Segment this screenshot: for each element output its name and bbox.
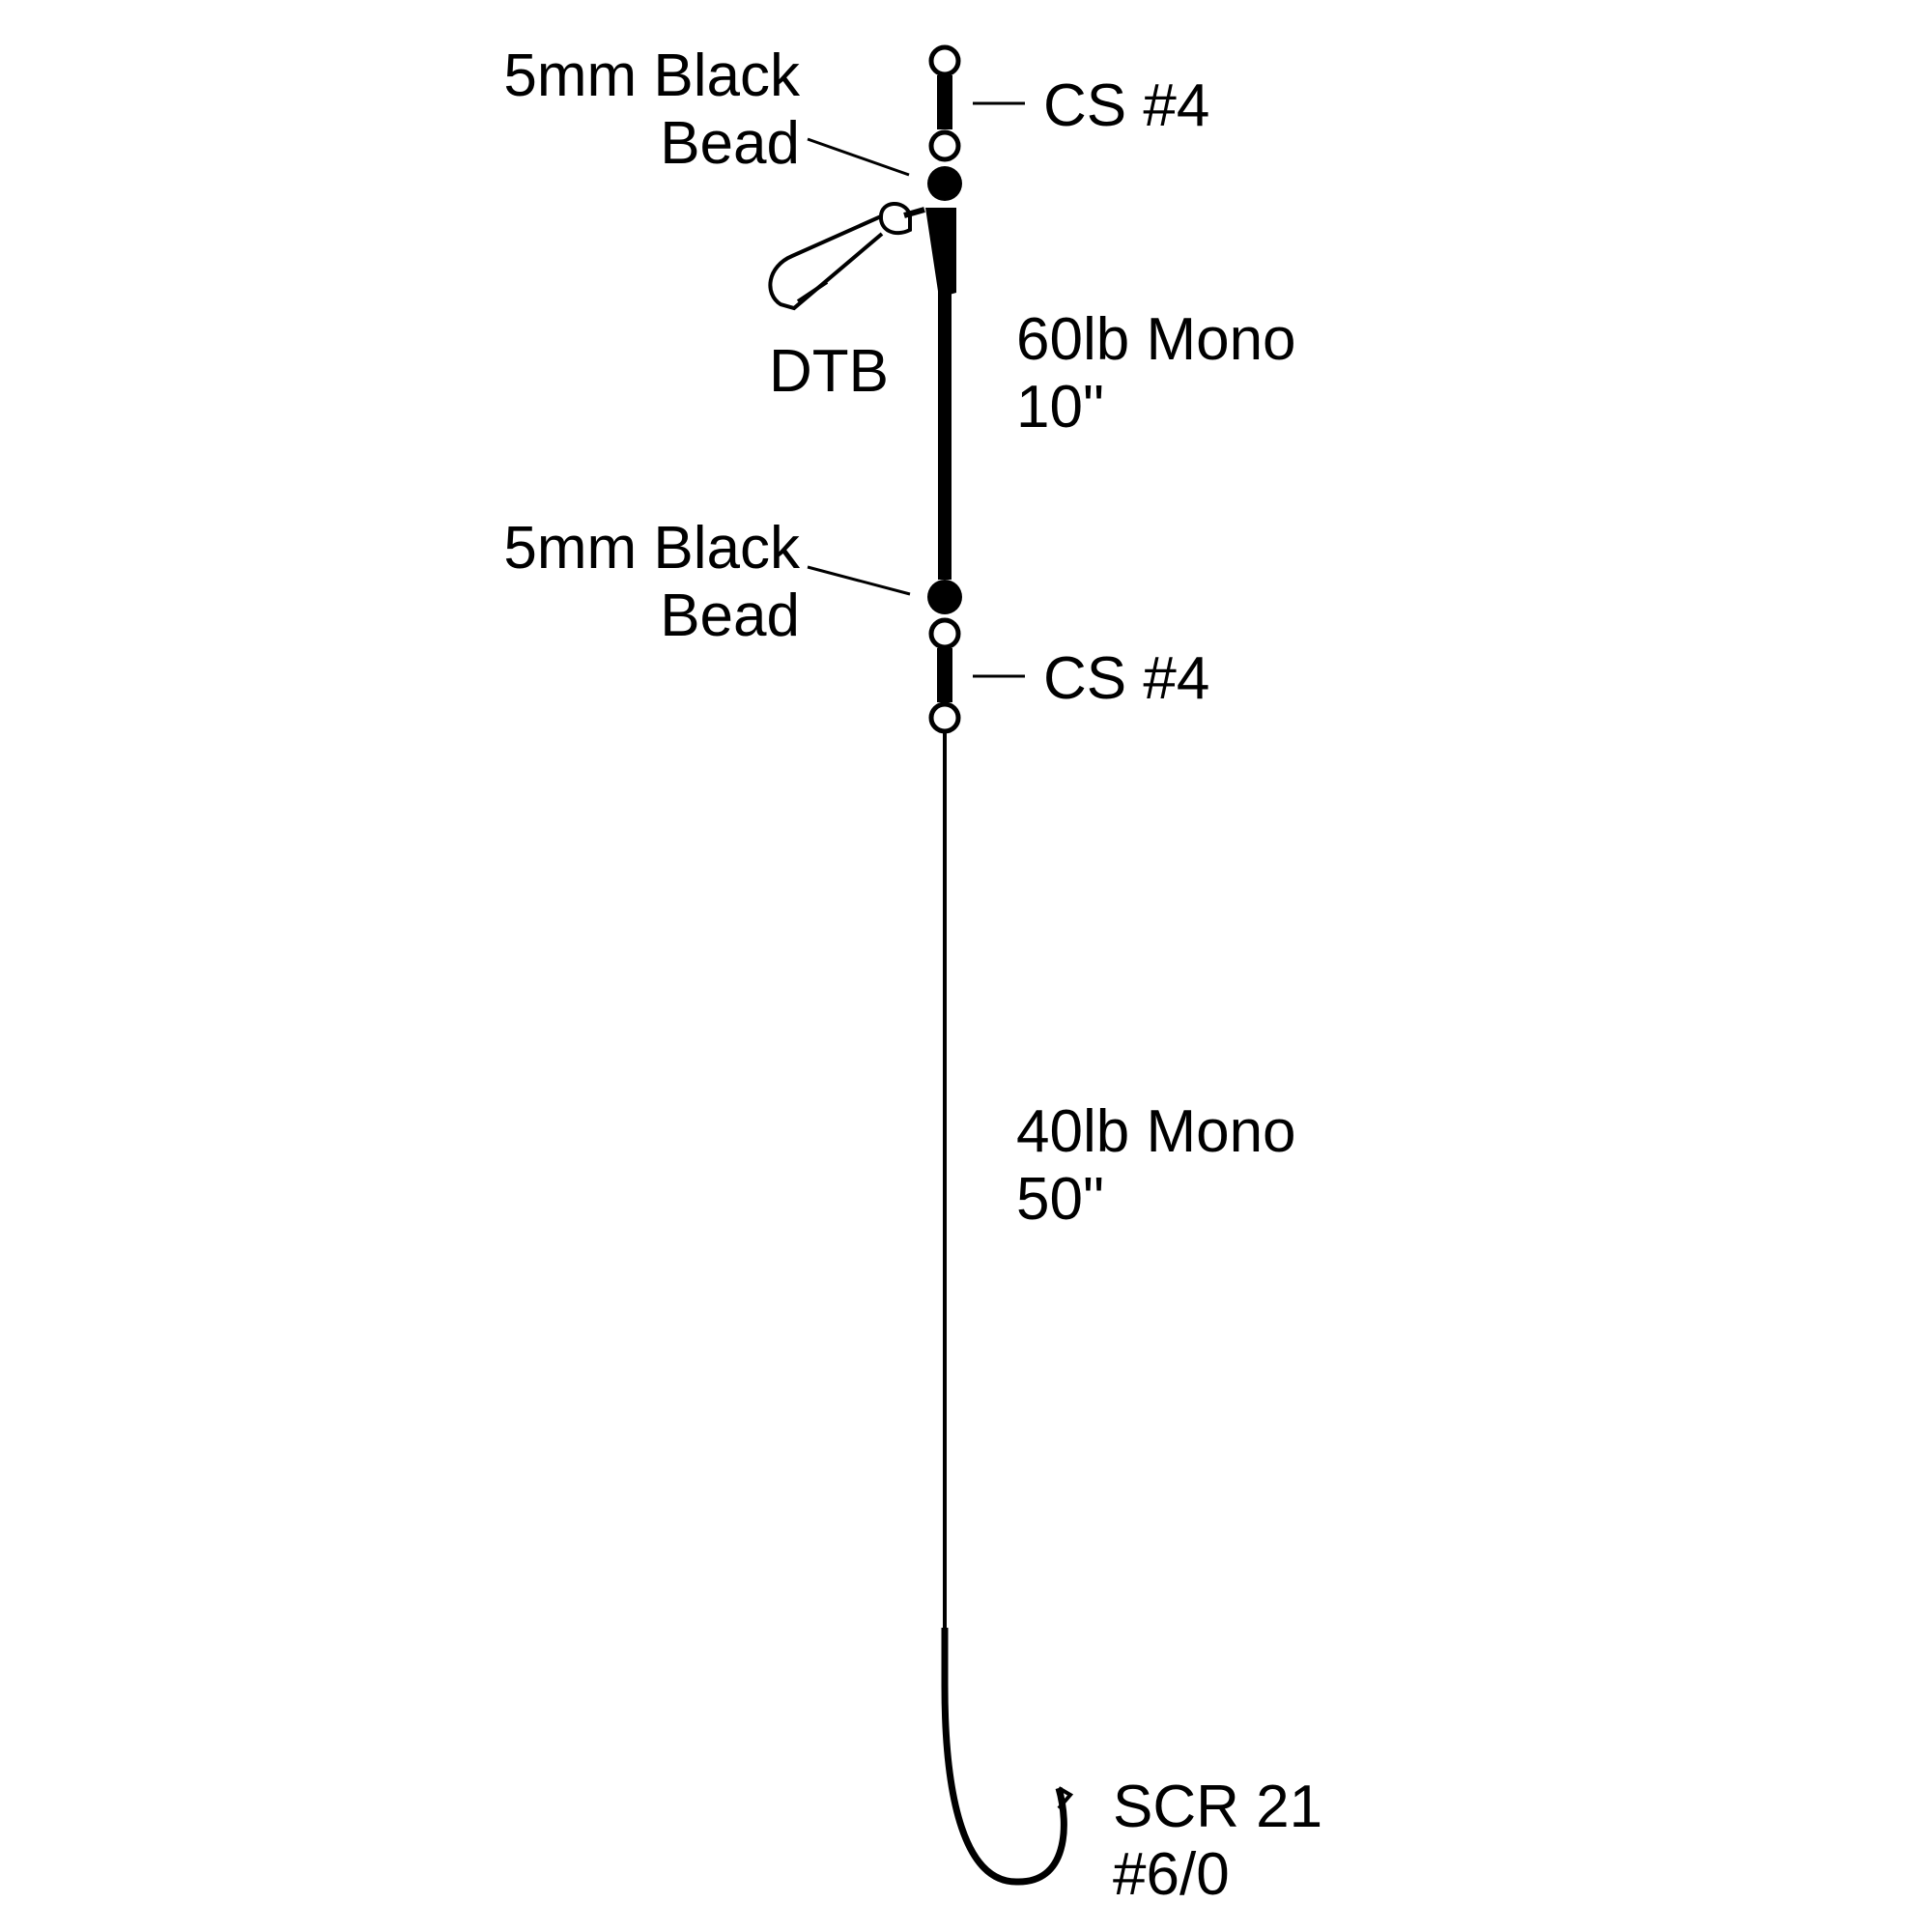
swivel-ring-top — [928, 617, 961, 650]
top-crane-swivel — [928, 44, 961, 162]
upper-leader-label: 60lb Mono 10" — [1016, 306, 1296, 441]
top-bead-label-line2: Bead — [660, 110, 800, 177]
top-bead-pointer — [807, 137, 910, 177]
bottom-bead-label-line1: 5mm Black — [503, 515, 800, 582]
dtb-label: DTB — [769, 338, 889, 405]
circle-hook — [941, 1628, 1074, 1886]
hook-barb — [1057, 1786, 1074, 1810]
snap-clip — [768, 202, 912, 311]
snap-eye — [879, 202, 912, 236]
top-bead-label: 5mm Black Bead — [425, 43, 800, 178]
hook-label-line2: #6/0 — [1113, 1841, 1230, 1908]
snap-loop — [768, 214, 884, 311]
upper-leader-label-line2: 10" — [1016, 374, 1104, 440]
top-black-bead — [927, 166, 962, 201]
snap-latch — [796, 280, 829, 303]
dtb-arm — [903, 207, 925, 218]
lower-leader-label-line2: 50" — [1016, 1166, 1104, 1233]
lower-leader-label-line1: 40lb Mono — [1016, 1098, 1296, 1165]
swivel-ring-bottom — [928, 129, 961, 162]
swivel-barrel — [937, 75, 952, 129]
swivel-ring-top — [928, 44, 961, 77]
top-bead-label-line1: 5mm Black — [503, 43, 800, 109]
bottom-bead-label-line2: Bead — [660, 582, 800, 649]
hook-shank — [941, 1628, 1067, 1886]
bottom-bead-pointer — [807, 565, 911, 596]
bottom-crane-swivel — [928, 617, 961, 734]
lower-black-bead — [927, 580, 962, 614]
hook-label-line1: SCR 21 — [1113, 1774, 1323, 1840]
upper-leader-label-line1: 60lb Mono — [1016, 306, 1296, 373]
hook-label: SCR 21 #6/0 — [1113, 1774, 1322, 1909]
lower-leader-label: 40lb Mono 50" — [1016, 1098, 1296, 1234]
top-swivel-label: CS #4 — [1043, 72, 1210, 139]
swivel-barrel — [937, 648, 952, 702]
bottom-bead-label: 5mm Black Bead — [425, 515, 800, 650]
swivel-ring-bottom — [928, 701, 961, 734]
dropper-tube — [925, 208, 956, 298]
bottom-swivel-label: CS #4 — [1043, 645, 1210, 712]
